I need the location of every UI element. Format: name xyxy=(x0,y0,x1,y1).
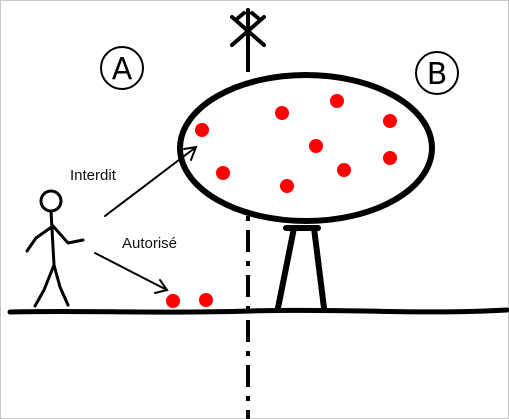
allowed-arrow xyxy=(95,253,167,293)
allowed-label: Autorisé xyxy=(122,235,177,252)
fruit xyxy=(195,123,209,137)
fruit xyxy=(383,114,397,128)
fallen-fruit xyxy=(199,293,213,307)
fruit xyxy=(330,94,344,108)
zone-b-label: B xyxy=(427,57,448,92)
fallen-fruits xyxy=(166,293,213,308)
fruit xyxy=(309,139,323,153)
boundary-marker-icon xyxy=(232,10,264,50)
fruit xyxy=(275,106,289,120)
fallen-fruit xyxy=(166,294,180,308)
fruit xyxy=(280,179,294,193)
tree-icon xyxy=(180,75,432,308)
tree-trunk xyxy=(278,228,324,308)
fruit xyxy=(383,151,397,165)
zone-b-badge: B xyxy=(416,52,458,94)
zone-a-badge: A xyxy=(101,47,143,89)
forbidden-arrow xyxy=(105,147,196,216)
fruit xyxy=(337,163,351,177)
zone-a-label: A xyxy=(112,52,133,87)
ground-line xyxy=(10,310,507,312)
tree-crown xyxy=(180,75,432,221)
fruit xyxy=(216,166,230,180)
forbidden-label: Interdit xyxy=(70,167,117,184)
stick-figure-icon xyxy=(27,191,83,306)
